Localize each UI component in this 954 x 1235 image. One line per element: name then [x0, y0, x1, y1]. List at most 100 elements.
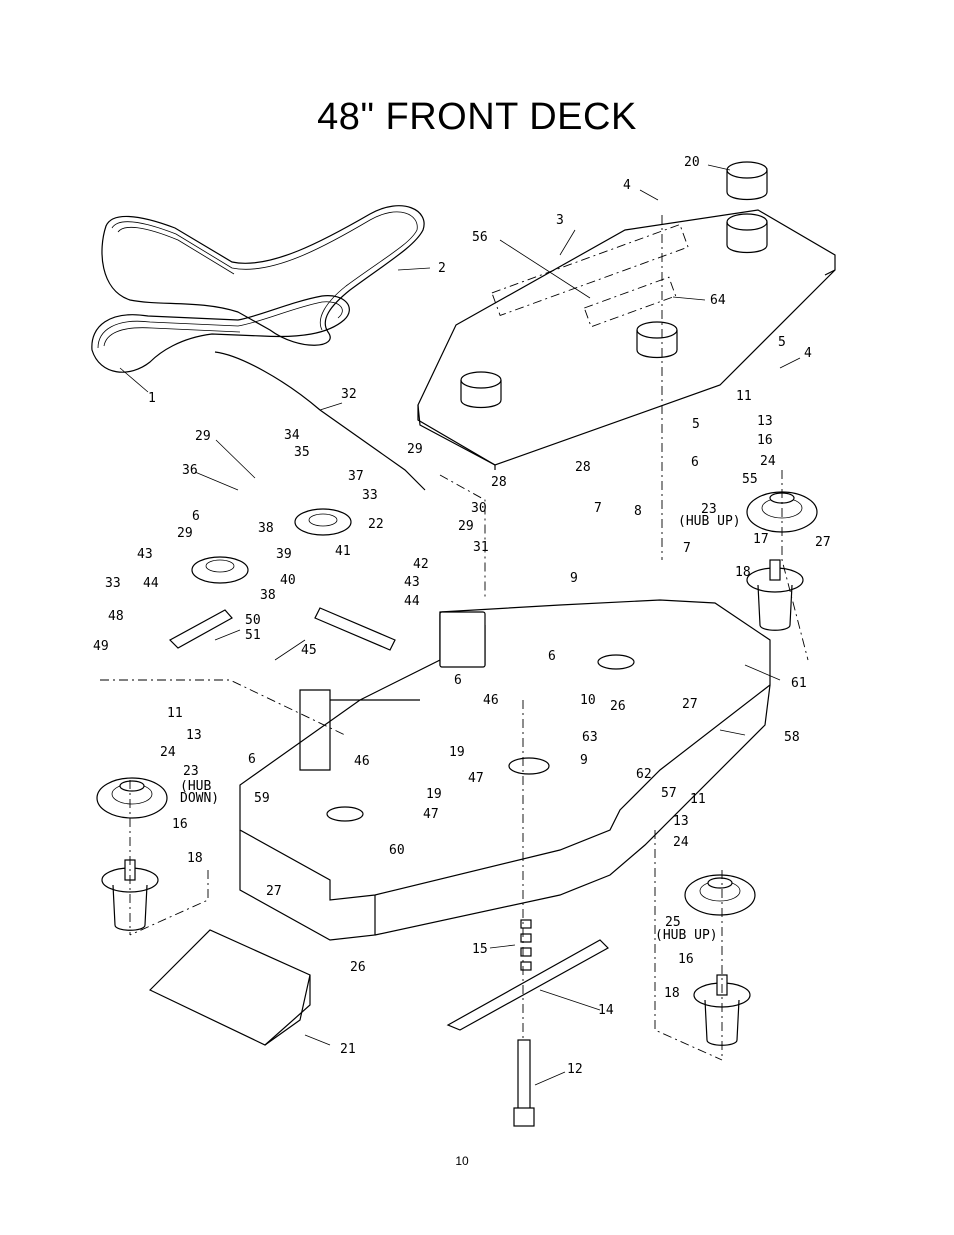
callout-35: 35 [294, 445, 310, 460]
callout-38-b: 38 [260, 588, 276, 603]
callout-7-a: 7 [594, 501, 602, 516]
callout-27-center: 27 [682, 697, 698, 712]
callout-38-a: 38 [258, 521, 274, 536]
idler-pulley-38-b [191, 556, 249, 584]
callout-5-lower: 5 [692, 417, 700, 432]
callout-28-a: 28 [575, 460, 591, 475]
pulley-25 [684, 874, 756, 916]
page-number: 10 [455, 1154, 469, 1168]
callout-6-d: 6 [454, 673, 462, 688]
bolt-12 [513, 1039, 535, 1127]
callout-28-b: 28 [491, 475, 507, 490]
callout-16-left: 16 [172, 817, 188, 832]
callout-9-a: 9 [570, 571, 578, 586]
callout-55: 55 [742, 472, 758, 487]
callout-41: 41 [335, 544, 351, 559]
callout-26-a: 26 [610, 699, 626, 714]
callout-45: 45 [301, 643, 317, 658]
callout-63: 63 [582, 730, 598, 745]
callout-44-a: 44 [143, 576, 159, 591]
callout-43-a: 43 [137, 547, 153, 562]
callout-18-right: 18 [735, 565, 751, 580]
callout-25: 25 [665, 915, 681, 930]
callout-13-right: 13 [757, 414, 773, 429]
callout-11-front: 11 [690, 792, 706, 807]
callout-62: 62 [636, 767, 652, 782]
callout-29-b: 29 [407, 442, 423, 457]
callout-46-a: 46 [483, 693, 499, 708]
belt-2 [101, 205, 425, 346]
callout-3: 3 [556, 213, 564, 228]
callout-6-b: 6 [192, 509, 200, 524]
belt-1 [91, 295, 350, 373]
hub-down-note-line2: DOWN) [180, 791, 219, 806]
callout-23-left: 23 [183, 764, 199, 779]
callout-15: 15 [472, 942, 488, 957]
callout-57: 57 [661, 786, 677, 801]
callout-24-left: 24 [160, 745, 176, 760]
blade-14 [446, 939, 609, 1031]
callout-29-c: 29 [177, 526, 193, 541]
idler-arm-45 [314, 607, 396, 651]
page-title: 48" FRONT DECK [317, 96, 637, 138]
callout-32: 32 [341, 387, 357, 402]
rod-32 [214, 351, 426, 491]
callout-18-front: 18 [664, 986, 680, 1001]
callout-48: 48 [108, 609, 124, 624]
callout-40: 40 [280, 573, 296, 588]
callout-46-b: 46 [354, 754, 370, 769]
callout-7-b: 7 [683, 541, 691, 556]
callout-59: 59 [254, 791, 270, 806]
callout-1: 1 [148, 391, 156, 406]
callout-22: 22 [368, 517, 384, 532]
callout-29-a: 29 [195, 429, 211, 444]
callout-11-right: 11 [736, 389, 752, 404]
callout-21: 21 [340, 1042, 356, 1057]
callout-33-a: 33 [362, 488, 378, 503]
callout-47-b: 47 [423, 807, 439, 822]
spindle-18-right [746, 559, 804, 631]
callout-4-right: 4 [804, 346, 812, 361]
idler-pulley-38-a [294, 508, 352, 536]
callout-29-d: 29 [458, 519, 474, 534]
callout-9-b: 9 [580, 753, 588, 768]
callout-13-front: 13 [673, 814, 689, 829]
callout-49: 49 [93, 639, 109, 654]
hub-down-note-line1: (HUB [180, 779, 211, 794]
callout-26-b: 26 [350, 960, 366, 975]
callout-17: 17 [753, 532, 769, 547]
deck-cover-plate [417, 209, 836, 470]
callout-5-upper: 5 [778, 335, 786, 350]
callout-39: 39 [276, 547, 292, 562]
callout-50: 50 [245, 613, 261, 628]
callout-51: 51 [245, 628, 261, 643]
callout-37: 37 [348, 469, 364, 484]
idler-arm-48 [169, 609, 233, 649]
callout-61: 61 [791, 676, 807, 691]
callout-6-e: 6 [248, 752, 256, 767]
leader-lines [119, 164, 801, 1086]
callout-43-b: 43 [404, 575, 420, 590]
callout-58: 58 [784, 730, 800, 745]
callout-19-a: 19 [449, 745, 465, 760]
callout-19-b: 19 [426, 787, 442, 802]
deck-frame [239, 599, 771, 941]
callout-56: 56 [472, 230, 488, 245]
callout-27-right: 27 [815, 535, 831, 550]
callout-31: 31 [473, 540, 489, 555]
callout-14: 14 [598, 1003, 614, 1018]
callout-16-front: 16 [678, 952, 694, 967]
assembly-centerlines [100, 215, 809, 1061]
callout-4-top: 4 [623, 178, 631, 193]
part-number-labels: 1 2 3 4 4 5 5 6 6 6 6 6 7 7 8 9 9 10 11 … [93, 155, 831, 1077]
callout-34: 34 [284, 428, 300, 443]
callout-60: 60 [389, 843, 405, 858]
callout-6-c: 6 [548, 649, 556, 664]
spacers-15 [520, 919, 532, 971]
callout-18-left: 18 [187, 851, 203, 866]
callout-36: 36 [182, 463, 198, 478]
callout-8: 8 [634, 504, 642, 519]
callout-24-right: 24 [760, 454, 776, 469]
callout-12: 12 [567, 1062, 583, 1077]
pulley-23-left [96, 777, 168, 819]
